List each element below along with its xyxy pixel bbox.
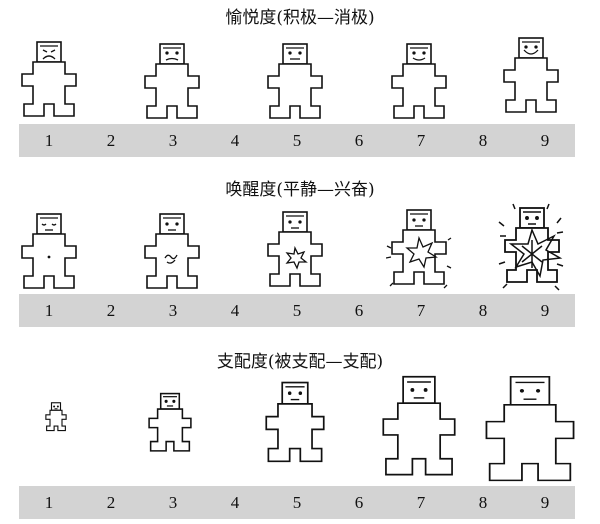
valence-figure-5	[267, 43, 323, 119]
valence-figure-1	[21, 41, 77, 117]
valence-scale: 1 2 3 4 5 6 7 8 9	[19, 124, 575, 157]
arousal-figure-1	[21, 213, 77, 289]
arousal-scale-2[interactable]: 2	[106, 301, 116, 320]
dominance-figure-1	[45, 402, 67, 432]
arousal-scale-1[interactable]: 1	[44, 301, 54, 320]
valence-scale-5[interactable]: 5	[292, 131, 302, 150]
arousal-figure-9	[498, 203, 564, 291]
arousal-scale-4[interactable]: 4	[230, 301, 240, 320]
valence-scale-9[interactable]: 9	[540, 131, 550, 150]
dominance-scale-4[interactable]: 4	[230, 493, 240, 512]
dominance-scale-2[interactable]: 2	[106, 493, 116, 512]
arousal-figure-5	[267, 211, 323, 287]
dominance-figure-9	[485, 376, 575, 482]
dominance-figure-5	[265, 381, 325, 463]
arousal-scale: 1 2 3 4 5 6 7 8 9	[19, 294, 575, 327]
dominance-title: 支配度(被支配—支配)	[216, 352, 384, 372]
valence-scale-8[interactable]: 8	[478, 131, 488, 150]
valence-scale-1[interactable]: 1	[44, 131, 54, 150]
arousal-scale-7[interactable]: 7	[416, 301, 426, 320]
valence-figure-3	[144, 43, 200, 119]
dominance-scale-3[interactable]: 3	[168, 493, 178, 512]
arousal-figure-3	[144, 213, 200, 289]
dominance-scale-8[interactable]: 8	[478, 493, 488, 512]
dominance-scale-5[interactable]: 5	[292, 493, 302, 512]
dominance-scale: 1 2 3 4 5 6 7 8 9	[19, 486, 575, 519]
arousal-scale-8[interactable]: 8	[478, 301, 488, 320]
valence-figure-7	[391, 43, 447, 119]
valence-scale-3[interactable]: 3	[168, 131, 178, 150]
arousal-figure-7	[386, 209, 452, 289]
dominance-scale-9[interactable]: 9	[540, 493, 550, 512]
valence-figure-9	[503, 37, 559, 113]
dominance-figure-7	[382, 375, 456, 476]
arousal-scale-9[interactable]: 9	[540, 301, 550, 320]
valence-scale-7[interactable]: 7	[416, 131, 426, 150]
dominance-scale-7[interactable]: 7	[416, 493, 426, 512]
dominance-scale-1[interactable]: 1	[44, 493, 54, 512]
dominance-scale-6[interactable]: 6	[354, 493, 364, 512]
dominance-figure-3	[148, 392, 192, 452]
valence-title: 愉悦度(积极—消极)	[225, 8, 375, 28]
arousal-scale-3[interactable]: 3	[168, 301, 178, 320]
valence-scale-2[interactable]: 2	[106, 131, 116, 150]
arousal-figures	[0, 198, 600, 293]
valence-scale-6[interactable]: 6	[354, 131, 364, 150]
arousal-title: 唤醒度(平静—兴奋)	[225, 180, 375, 200]
arousal-scale-6[interactable]: 6	[354, 301, 364, 320]
arousal-scale-5[interactable]: 5	[292, 301, 302, 320]
valence-figures	[0, 30, 600, 125]
valence-scale-4[interactable]: 4	[230, 131, 240, 150]
dominance-figures	[0, 372, 600, 482]
